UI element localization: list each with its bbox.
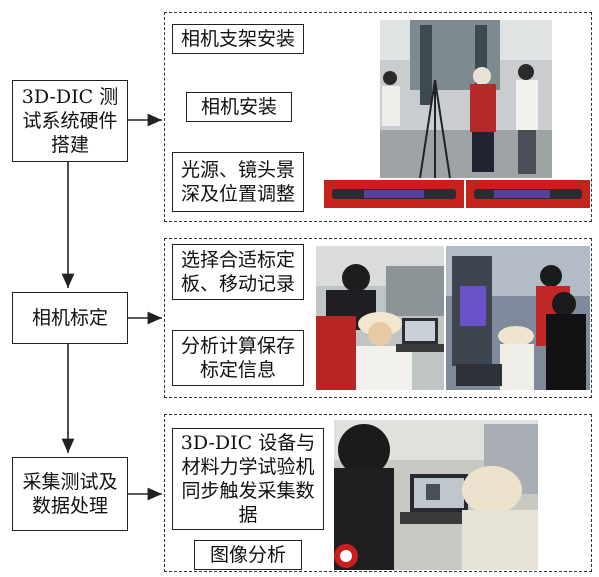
group-hardware [164,12,592,222]
step-box-hardware: 3D-DIC 测试系统硬件搭建 [12,80,128,162]
group-acquisition [164,414,592,572]
photo-calibration-laptop [316,246,444,390]
item-analyze-save-calibration: 分析计算保存标定信息 [172,330,304,386]
group-calibration [164,238,592,398]
photo-acquisition-laptop [334,420,538,570]
step-box-acquisition: 采集测试及数据处理 [12,457,128,531]
item-light-lens-adjust: 光源、镜头景深及位置调整 [172,152,304,212]
item-sync-trigger-acquisition: 3D-DIC 设备与材料力学试验机同步触发采集数据 [172,428,324,530]
photo-specimen-right [466,180,590,208]
item-select-calibration-board: 选择合适标定板、移动记录 [172,244,304,300]
item-camera-install: 相机安装 [186,92,292,122]
photo-calibration-group [446,246,590,390]
item-camera-mount: 相机支架安装 [172,24,304,54]
photo-lab-setup [380,20,552,178]
step-box-calibration: 相机标定 [12,292,128,344]
photo-specimen-left [324,180,464,208]
item-image-analysis: 图像分析 [194,540,302,570]
